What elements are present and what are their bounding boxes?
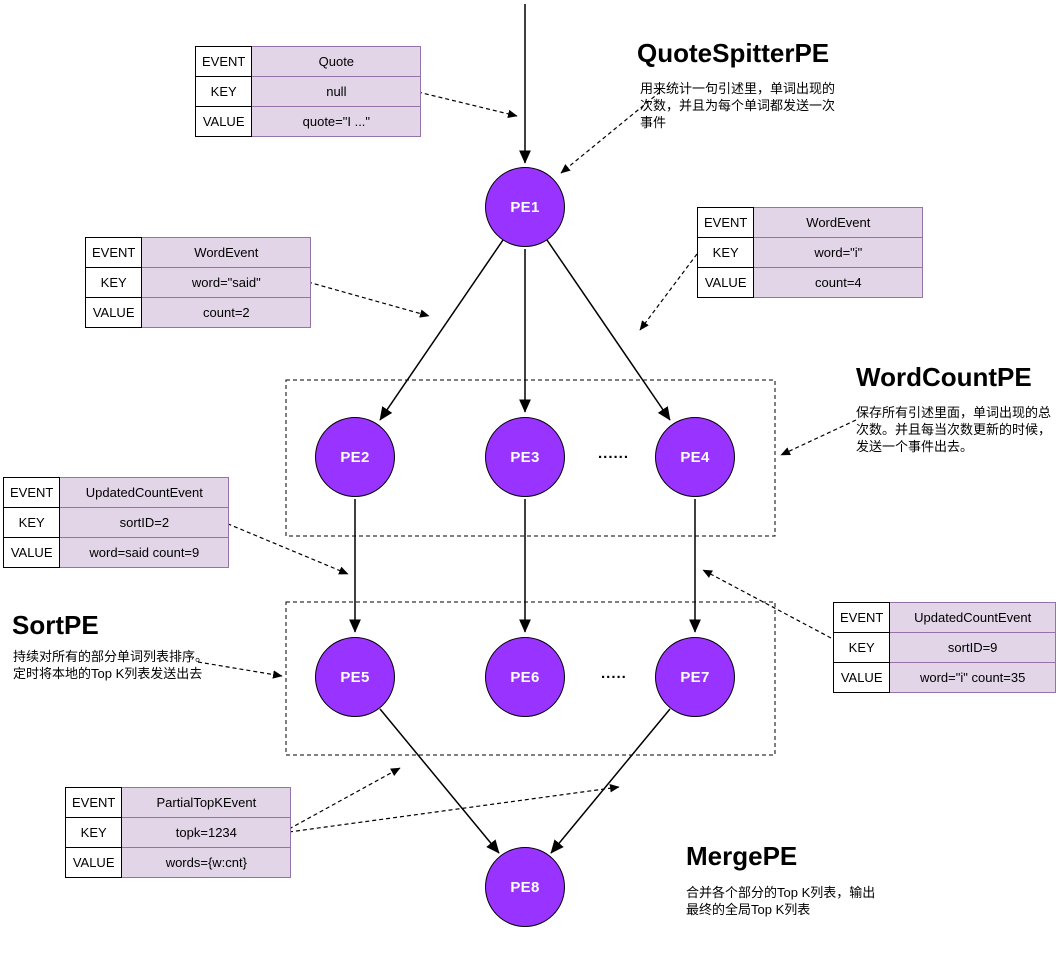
table-row-value: word="said" <box>141 267 312 298</box>
annot-wordevent-said-arrow <box>307 281 430 318</box>
quote-spitter-title: QuoteSpitterPE <box>637 38 830 68</box>
annot-partialtopk-arrow-right <box>288 784 620 833</box>
edge-pe1-pe4 <box>546 239 671 421</box>
annot-updatedcount-i-arrow <box>702 569 832 639</box>
annot-sortpe-arrow <box>197 661 283 679</box>
edge-pe5-pe8 <box>379 708 500 854</box>
annot-partialtopk-arrow-left <box>288 767 401 830</box>
table-row-label: KEY <box>2 507 61 538</box>
merge-desc: 合并各个部分的Top K列表，输出 最终的全局Top K列表 <box>686 885 876 917</box>
table-row-value: quote="I ..." <box>251 106 422 137</box>
table-row-value: word="i" <box>753 237 924 268</box>
table-row-value: UpdatedCountEvent <box>59 477 230 508</box>
node-pe2-label: PE2 <box>340 448 370 466</box>
word-count-title: WordCountPE <box>856 362 1032 392</box>
table-row-label: EVENT <box>64 787 123 818</box>
table-row-value: Quote <box>251 46 422 77</box>
merge-title: MergePE <box>686 841 798 871</box>
table-row-value: WordEvent <box>141 237 312 268</box>
node-pe6: PE6 <box>485 637 565 717</box>
node-pe3-label: PE3 <box>510 448 540 466</box>
table-row-label: VALUE <box>2 537 61 568</box>
table-row-value: UpdatedCountEvent <box>889 602 1056 633</box>
table-row-label: VALUE <box>696 267 755 298</box>
sort-title: SortPE <box>12 610 99 640</box>
table-row-value: topk=1234 <box>121 817 292 848</box>
table-row-value: count=4 <box>753 267 924 298</box>
node-pe5-label: PE5 <box>340 668 370 686</box>
table-row-value: PartialTopKEvent <box>121 787 292 818</box>
node-pe4-label: PE4 <box>680 448 710 466</box>
node-pe5: PE5 <box>315 637 395 717</box>
table-row-label: VALUE <box>832 662 891 693</box>
ellipsis-row2: ..... <box>601 665 627 682</box>
table-row-label: EVENT <box>696 207 755 238</box>
ellipsis-row1: ...... <box>598 445 630 462</box>
table-row-value: sortID=2 <box>59 507 230 538</box>
table-row-label: EVENT <box>832 602 891 633</box>
table-row-label: KEY <box>696 237 755 268</box>
table-row-label: EVENT <box>2 477 61 508</box>
node-pe8: PE8 <box>485 847 565 927</box>
table-row-value: WordEvent <box>753 207 924 238</box>
table-row-value: words={w:cnt} <box>121 847 292 878</box>
table-row-value: count=2 <box>141 297 312 328</box>
annot-wordevent-i-arrow <box>639 253 698 331</box>
node-pe1-label: PE1 <box>510 198 540 216</box>
table-row-label: EVENT <box>194 46 253 77</box>
table-row-label: KEY <box>832 632 891 663</box>
table-row-label: EVENT <box>84 237 143 268</box>
word-count-group-box <box>285 379 776 537</box>
word-count-desc: 保存所有引述里面，单词出现的总 次数。并且每当次数更新的时候， 发送一个事件出去… <box>856 405 1052 454</box>
node-pe7: PE7 <box>655 637 735 717</box>
edge-pe1-pe2 <box>379 239 504 421</box>
quote-spitter-desc: 用来统计一句引述里，单词出现的 次数，并且为每个单词都发送一次 事件 <box>640 81 836 130</box>
table-row-label: KEY <box>84 267 143 298</box>
annot-updatedcount-said-arrow <box>220 520 349 575</box>
sort-group-box <box>285 601 776 756</box>
node-pe2: PE2 <box>315 417 395 497</box>
sort-desc: 持续对所有的部分单词列表排序。 定时将本地的Top K列表发送出去 <box>13 649 209 681</box>
table-row-value: sortID=9 <box>889 632 1056 663</box>
table-row-label: VALUE <box>84 297 143 328</box>
node-pe6-label: PE6 <box>510 668 540 686</box>
node-pe8-label: PE8 <box>510 878 540 896</box>
node-pe7-label: PE7 <box>680 668 710 686</box>
table-row-label: KEY <box>194 76 253 107</box>
table-row-label: KEY <box>64 817 123 848</box>
annot-quotespitter-arrow <box>560 91 661 174</box>
annot-wordcount-arrow <box>780 419 857 456</box>
node-pe3: PE3 <box>485 417 565 497</box>
table-row-value: null <box>251 76 422 107</box>
table-row-value: word=said count=9 <box>59 537 230 568</box>
table-row-label: VALUE <box>194 106 253 137</box>
table-row-value: word="i" count=35 <box>889 662 1056 693</box>
edge-pe7-pe8 <box>550 708 671 854</box>
table-row-label: VALUE <box>64 847 123 878</box>
node-pe4: PE4 <box>655 417 735 497</box>
annot-quote-table-arrow <box>417 91 518 118</box>
node-pe1: PE1 <box>485 167 565 247</box>
